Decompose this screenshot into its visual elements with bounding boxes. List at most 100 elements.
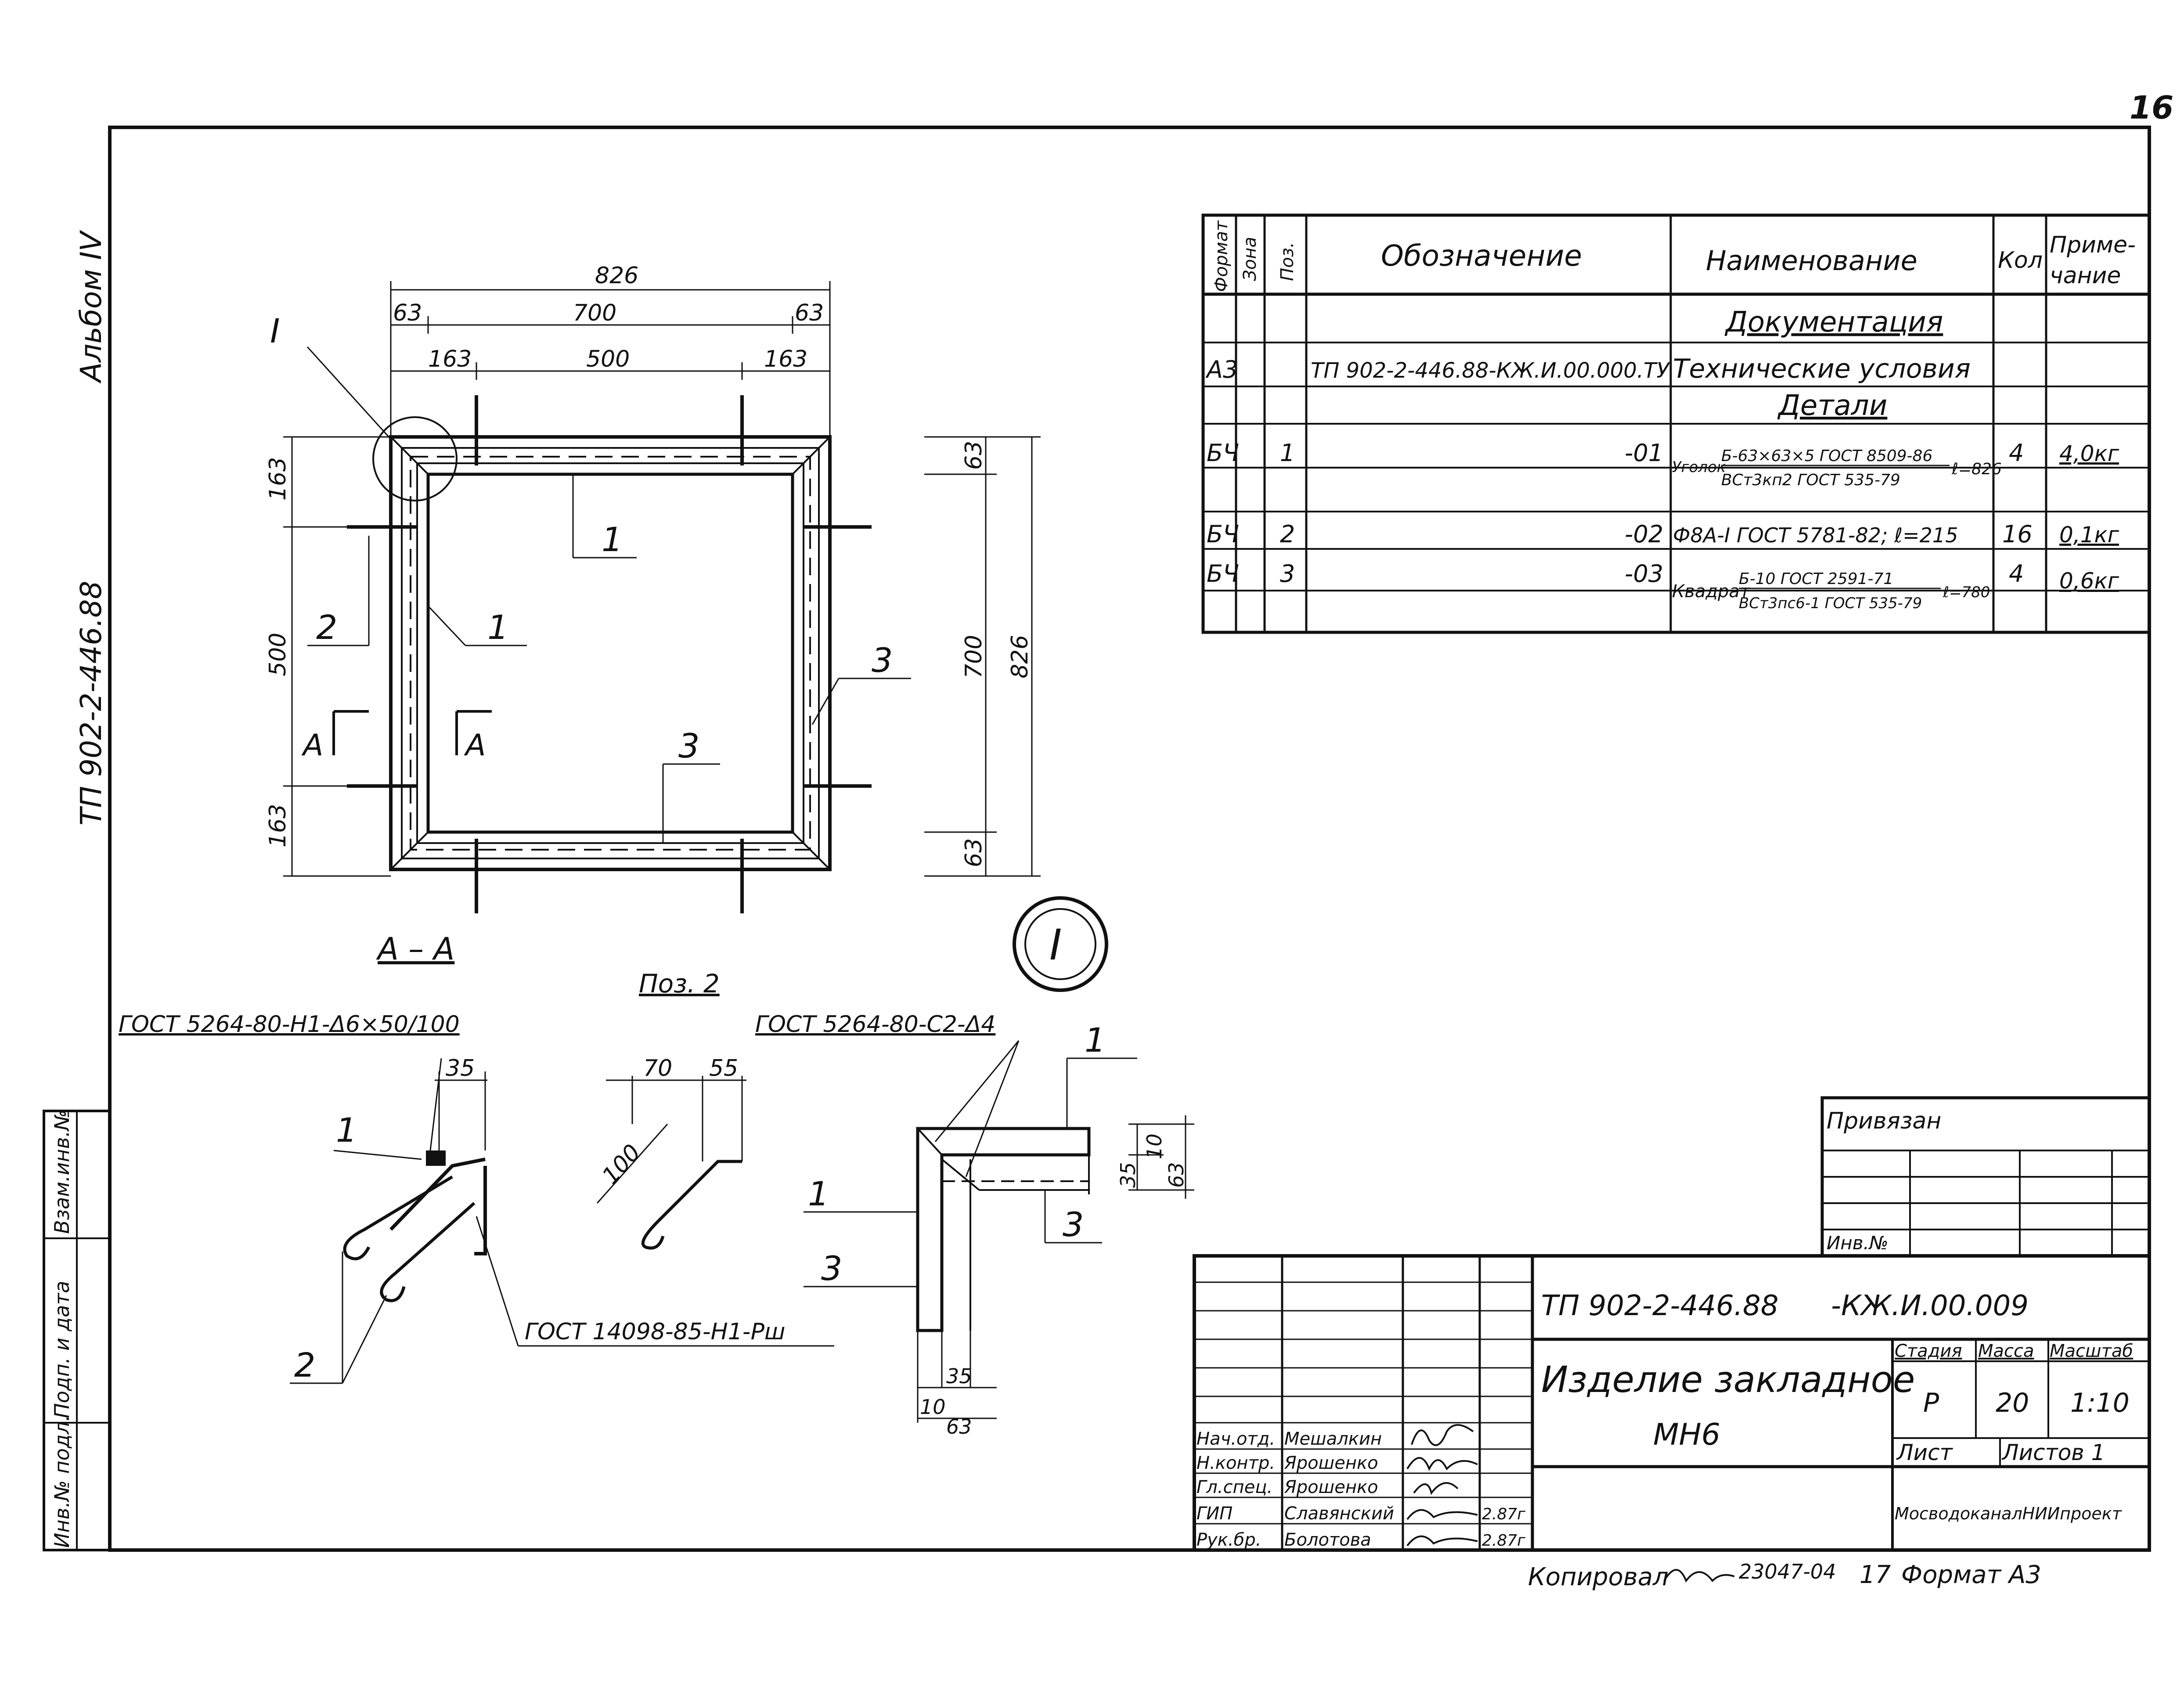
section-docs: Документация [1724, 306, 1943, 339]
footer-signature [1663, 1569, 1735, 1583]
spec-table: Формат Зона Поз. Обозначение Наименовани… [1201, 213, 2151, 634]
hdr-note-line1: Приме- [2050, 232, 2136, 258]
signature-1 [1411, 1424, 1474, 1446]
tb-date-4: 2.87г [1482, 1532, 1526, 1550]
node-I-weld: ГОСТ 5264-80-С2-Δ4 [755, 1011, 995, 1038]
row1-note: 4,0кг [2059, 441, 2119, 466]
row0-format: А3 [1205, 356, 1238, 383]
row0-designation: ТП 902-2-446.88-КЖ.И.00.000.ТУ [1311, 358, 1670, 383]
section-parts: Детали [1777, 389, 1887, 422]
tb-name-3: Славянский [1284, 1504, 1394, 1524]
dim-top-826: 826 [595, 263, 638, 289]
row3-designation: -03 [1625, 560, 1663, 588]
lbl-2: 2 [316, 608, 337, 647]
left-stamp: Взам.инв.№ Подп. и дата Инв.№ подл. [43, 1110, 111, 1551]
node-I-label: I [270, 311, 280, 350]
stamp-label-1: Взам.инв.№ [50, 1110, 74, 1234]
lbl-1-left: 1 [487, 608, 508, 647]
node-lbl-3-left: 3 [821, 1249, 842, 1288]
row3-qty: 4 [2009, 560, 2024, 588]
tb-doc-code: ТП 902-2-446.88 [1541, 1290, 1779, 1322]
tb-sheets-label: Листов 1 [2001, 1440, 2105, 1465]
row0-name: Технические условия [1673, 353, 1971, 384]
cut-A-right: А [464, 728, 486, 763]
dim-top-163a: 163 [428, 346, 472, 372]
node-I-detail: I ГОСТ 5264-80-С2-Δ4 35 10 63 35 10 63 [755, 896, 1194, 1439]
page-number: 16 [2130, 89, 2173, 126]
tb-role-1: Н.контр. [1197, 1453, 1275, 1473]
hdr-designation: Обозначение [1381, 239, 1582, 273]
dim-right-826: 826 [1007, 635, 1033, 678]
row3-format: БЧ [1207, 560, 1239, 588]
tb-name-0: Мешалкин [1284, 1429, 1382, 1449]
tb-sheet-label: Лист [1896, 1440, 1953, 1465]
tb-item-mark: МН6 [1653, 1417, 1720, 1452]
node-I-marker: I [1049, 920, 1062, 970]
tb-stage: Р [1923, 1388, 1939, 1418]
row2-pos: 2 [1280, 520, 1295, 548]
row2-name: Ф8А-I ГОСТ 5781-82; ℓ=215 [1673, 523, 1958, 547]
pos2-dim-100: 100 [597, 1139, 646, 1190]
lbl-1-top: 1 [602, 520, 623, 559]
tb-role-2: Гл.спец. [1197, 1477, 1272, 1497]
node-dim-10-b: 10 [920, 1395, 946, 1419]
tb-mass: 20 [1996, 1388, 2029, 1418]
row1-name-top: Б-63×63×5 ГОСТ 8509-86 [1721, 447, 1932, 465]
row1-name-suffix: ℓ=826 [1951, 460, 2002, 478]
tb-stage-label: Стадия [1895, 1341, 1962, 1361]
footer-num: 17 [1860, 1561, 1891, 1589]
dim-top-700: 700 [573, 300, 616, 326]
row1-designation: -01 [1625, 439, 1663, 467]
pos2-dim-55: 55 [709, 1055, 738, 1082]
row2-qty: 16 [2002, 520, 2033, 548]
tb-mass-label: Масса [1978, 1341, 2034, 1361]
dim-left-500: 500 [265, 633, 291, 676]
side-project-code: ТП 902-2-446.88 [74, 581, 108, 826]
hdr-format: Формат [1211, 220, 1232, 292]
row2-note: 0,1кг [2059, 522, 2119, 548]
row1-name: Уголок [1672, 458, 1726, 476]
tb-role-3: ГИП [1197, 1504, 1233, 1524]
tb-name-4: Болотова [1284, 1530, 1371, 1550]
node-dim-63-b: 63 [946, 1415, 972, 1439]
section-aa: А – А ГОСТ 5264-80-Н1-Δ6×50/100 35 1 2 Г… [119, 931, 834, 1385]
section-aa-weld2: ГОСТ 14098-85-Н1-Рш [525, 1319, 786, 1345]
node-dim-63-r: 63 [1164, 1162, 1188, 1188]
hdr-pos: Поз. [1277, 242, 1297, 281]
footer-format: Формат А3 [1901, 1561, 2041, 1589]
hdr-note: Приме- чание [2050, 232, 2143, 289]
tb-org: МосводоканалНИИпроект [1895, 1504, 2123, 1523]
lbl-3-right: 3 [872, 641, 893, 680]
cut-A-left: А [301, 728, 324, 763]
hdr-note-line2: чание [2050, 263, 2121, 289]
main-view: I 826 63 700 63 163 500 163 163 500 163 [265, 263, 1041, 913]
row3-note: 0,6кг [2059, 568, 2119, 594]
dim-top-63b: 63 [795, 300, 824, 326]
footer-copied: Копировал [1528, 1563, 1669, 1591]
tb-doc-suffix: -КЖ.И.00.009 [1831, 1290, 2029, 1322]
hdr-zone: Зона [1240, 237, 1260, 281]
node-dim-35-b: 35 [946, 1364, 972, 1388]
tb-role-4: Рук.бр. [1197, 1530, 1261, 1550]
stamp-label-2: Подп. и дата [50, 1281, 74, 1418]
row1-name-bottom: ВСт3кп2 ГОСТ 535-79 [1721, 471, 1900, 489]
tb-scale: 1:10 [2070, 1388, 2130, 1418]
dim-right-63a: 63 [961, 441, 987, 470]
footer-order: 23047-04 [1739, 1560, 1836, 1583]
hdr-qty: Кол [1998, 247, 2043, 274]
node-dim-35-r: 35 [1116, 1162, 1140, 1188]
signature-5 [1406, 1535, 1478, 1547]
node-lbl-3-right: 3 [1063, 1205, 1084, 1244]
signature-3 [1413, 1482, 1459, 1495]
sheet-frame [108, 126, 2151, 1552]
dim-left-163b: 163 [265, 804, 291, 847]
dim-top-63a: 63 [393, 300, 422, 326]
title-block: ТП 902-2-446.88 -КЖ.И.00.009 Изделие зак… [1193, 1254, 2151, 1552]
tb-name-2: Ярошенко [1284, 1477, 1378, 1497]
section-aa-title: А – А [376, 931, 454, 967]
node-lbl-1-top: 1 [1085, 1020, 1106, 1060]
lbl-3-bottom: 3 [678, 726, 699, 765]
tb-scale-label: Масштаб [2050, 1341, 2133, 1361]
row3-name-suffix: ℓ=780 [1943, 584, 1990, 601]
